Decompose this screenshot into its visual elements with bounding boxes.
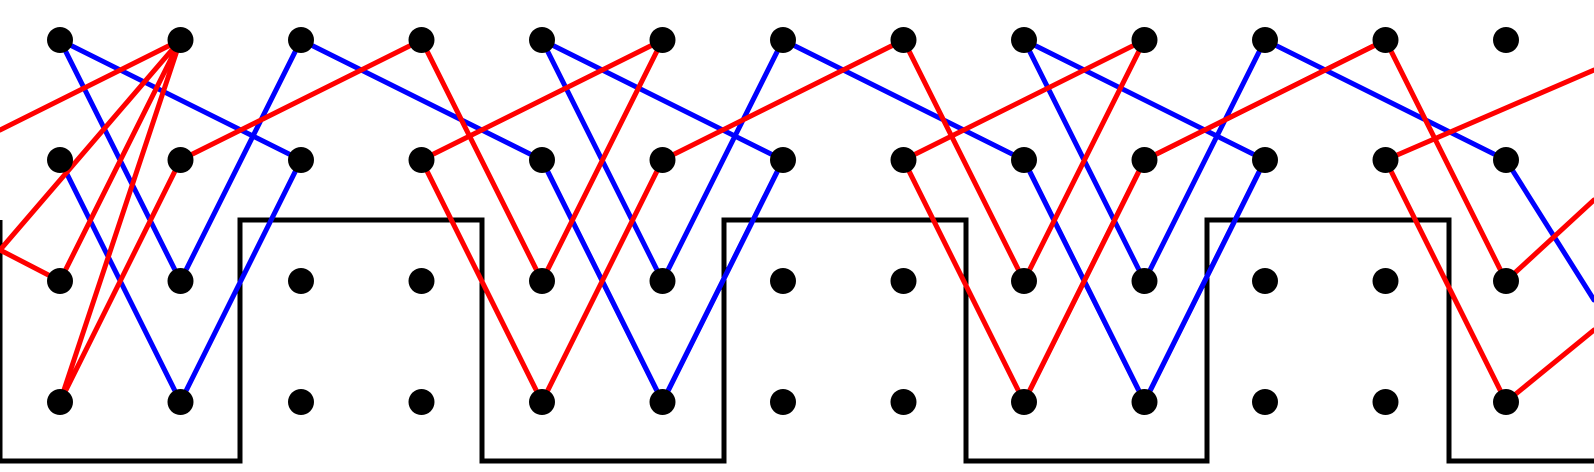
lattice-dot <box>890 27 917 53</box>
lattice-dot <box>649 27 676 53</box>
lattice-dot <box>1011 268 1037 294</box>
lattice-dot <box>47 268 73 294</box>
lattice-dot <box>1011 147 1037 173</box>
lattice-dot <box>288 147 314 173</box>
lattice-dot <box>1493 389 1519 415</box>
lattice-dot <box>1252 27 1278 53</box>
lattice-dot <box>47 27 73 53</box>
lattice-dot <box>1493 27 1519 53</box>
lattice-dot <box>408 27 435 53</box>
lattice-dot <box>890 147 917 173</box>
lattice-dot <box>770 147 796 173</box>
lattice-dot <box>890 268 917 294</box>
lattice-dot <box>1131 268 1158 294</box>
lattice-dot <box>408 147 435 173</box>
lattice-dot <box>47 389 73 415</box>
lattice-dot <box>1252 268 1278 294</box>
lattice-dot <box>649 268 676 294</box>
lattice-dot <box>408 268 435 294</box>
red-strand <box>1383 67 1594 163</box>
red-strand <box>1383 157 1509 405</box>
lattice-dot <box>1372 389 1399 415</box>
lattice-dot <box>1493 147 1519 173</box>
lattice-dot <box>529 268 555 294</box>
red-strand <box>0 34 187 284</box>
lattice-dot <box>1372 27 1399 53</box>
lattice-dot <box>770 389 796 415</box>
lattice-dot <box>649 389 676 415</box>
lattice-dot <box>1011 27 1037 53</box>
lattice-dot <box>529 27 555 53</box>
lattice-dot <box>890 389 917 415</box>
lattice-dot <box>770 27 796 53</box>
lattice-dot <box>1131 389 1158 415</box>
square-wave <box>0 217 1594 464</box>
lattice-dot <box>529 147 555 173</box>
red-strand <box>1503 327 1594 405</box>
lattice-dot <box>288 268 314 294</box>
lattice-dot <box>649 147 676 173</box>
lattice-dot <box>408 389 435 415</box>
lattice-dot <box>1252 147 1278 173</box>
red-strand <box>1142 37 1388 163</box>
lattice-dot <box>770 268 796 294</box>
lattice-dot <box>1372 268 1399 294</box>
lattice-dot <box>288 389 314 415</box>
lattice-dot <box>288 27 314 53</box>
lattice-dot <box>167 27 194 53</box>
lattice-dot <box>1252 389 1278 415</box>
lattice-dot <box>1131 27 1158 53</box>
lattice-dot <box>1493 268 1519 294</box>
lattice-dot <box>1011 389 1037 415</box>
lattice-dot <box>167 389 194 415</box>
lattice-dot <box>1372 147 1399 173</box>
red-strand <box>1021 157 1147 405</box>
lattice-dot <box>167 268 194 294</box>
lattice-dot <box>47 147 73 173</box>
lattice-dot <box>529 389 555 415</box>
lattice-dot <box>1131 147 1158 173</box>
square-wave-layer <box>0 217 1594 464</box>
lattice-dot-layer <box>47 27 1519 415</box>
lattice-dot <box>167 147 194 173</box>
